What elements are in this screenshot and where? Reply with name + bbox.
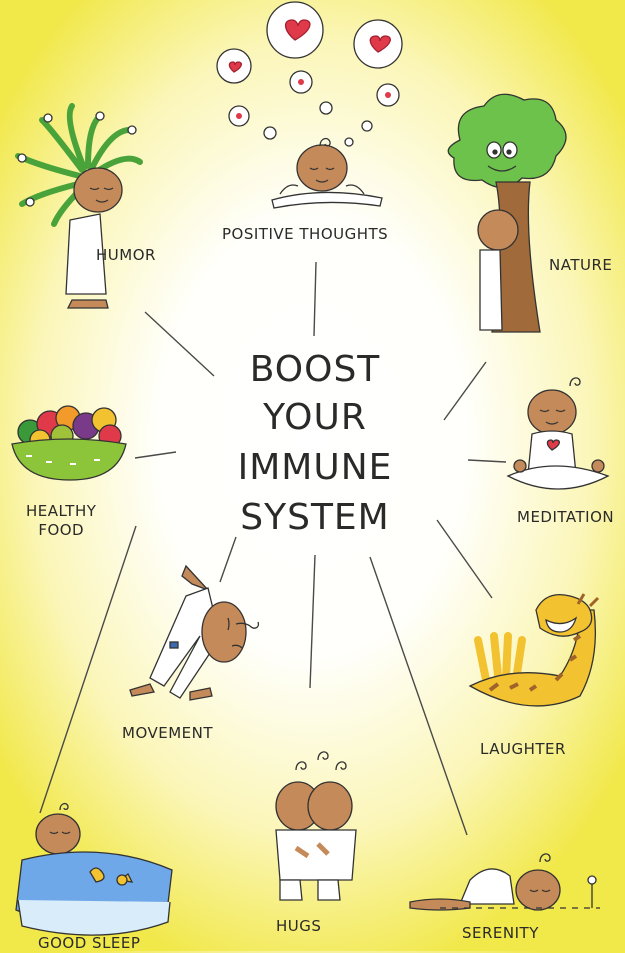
good-sleep-illustration <box>15 802 173 936</box>
title-line-2: YOUR <box>263 397 367 438</box>
title-line-4: SYSTEM <box>240 497 390 538</box>
label-serenity: SERENITY <box>462 924 539 942</box>
label-good-sleep: GOOD SLEEP <box>38 934 141 952</box>
movement-illustration <box>129 564 260 701</box>
serenity-illustration <box>409 853 600 911</box>
positive-thoughts-illustration <box>216 1 403 209</box>
label-healthy-food-line-2: FOOD <box>38 520 85 539</box>
label-laughter: LAUGHTER <box>480 740 566 758</box>
connector-lines <box>39 261 507 836</box>
label-meditation: MEDITATION <box>517 508 615 526</box>
laughter-illustration <box>468 593 600 707</box>
label-positive-thoughts: POSITIVE THOUGHTS <box>222 225 389 243</box>
hugs-illustration <box>275 751 357 901</box>
title-line-3: IMMUNE <box>237 447 393 488</box>
humor-illustration <box>15 103 143 309</box>
label-hugs: HUGS <box>276 917 322 935</box>
label-humor: HUMOR <box>96 246 156 264</box>
meditation-illustration <box>506 377 610 490</box>
title-line-1: BOOST <box>249 349 381 390</box>
label-healthy-food: HEALTHY FOOD <box>26 502 96 540</box>
nature-illustration <box>447 93 567 333</box>
label-movement: MOVEMENT <box>122 724 214 742</box>
label-healthy-food-line-1: HEALTHY <box>26 502 97 520</box>
label-nature: NATURE <box>549 256 613 274</box>
healthy-food-illustration <box>11 405 127 481</box>
